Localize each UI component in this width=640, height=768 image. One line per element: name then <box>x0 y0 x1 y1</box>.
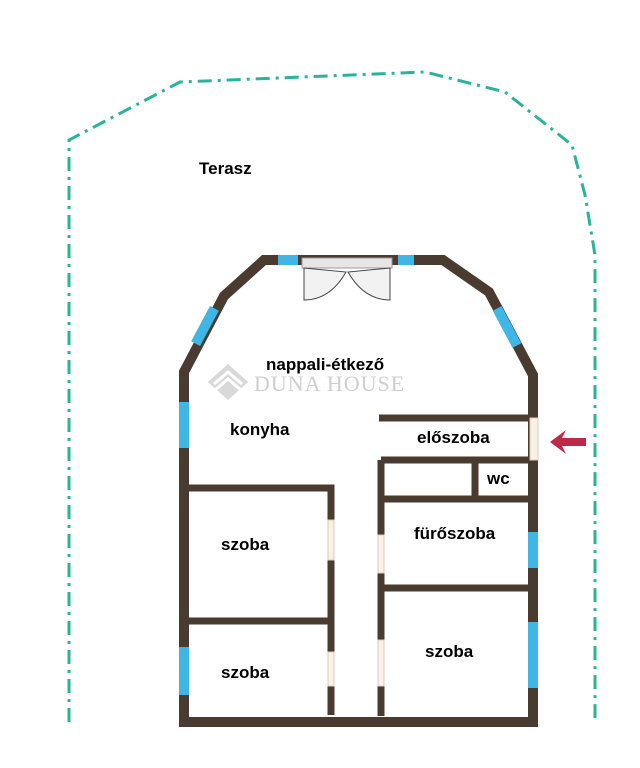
entrance-arrow-icon <box>550 430 586 454</box>
label-bathroom: fürőszoba <box>414 524 496 543</box>
label-room-right-lower: szoba <box>425 642 474 661</box>
windows <box>179 255 538 695</box>
door-bathroom <box>377 534 385 574</box>
label-hallway: előszoba <box>417 428 490 447</box>
window-left-diagonal <box>191 305 219 347</box>
window-top-right <box>398 255 414 265</box>
window-top-left <box>278 255 298 265</box>
window-kitchen <box>179 402 189 448</box>
watermark: DUNA HOUSE <box>208 364 405 400</box>
outer-wall <box>179 255 538 727</box>
label-room-left-lower: szoba <box>221 663 270 682</box>
door-left-upper-room <box>327 519 335 561</box>
watermark-text: DUNA HOUSE <box>254 371 405 396</box>
window-bathroom <box>528 532 538 568</box>
duna-house-logo-icon <box>208 364 248 400</box>
window-left-lower-room <box>179 647 189 695</box>
label-room-left-upper: szoba <box>221 535 270 554</box>
label-terrace: Terasz <box>199 159 252 178</box>
door-right-lower-room <box>377 639 385 687</box>
label-wc: wc <box>486 469 510 488</box>
label-living-dining: nappali-étkező <box>266 355 384 374</box>
doors <box>327 417 539 687</box>
window-right-diagonal <box>492 306 522 348</box>
door-left-lower-room <box>327 651 335 687</box>
entrance-door <box>529 417 539 461</box>
label-kitchen: konyha <box>230 420 290 439</box>
terrace-door <box>301 257 393 301</box>
window-right-lower-room <box>528 622 538 688</box>
